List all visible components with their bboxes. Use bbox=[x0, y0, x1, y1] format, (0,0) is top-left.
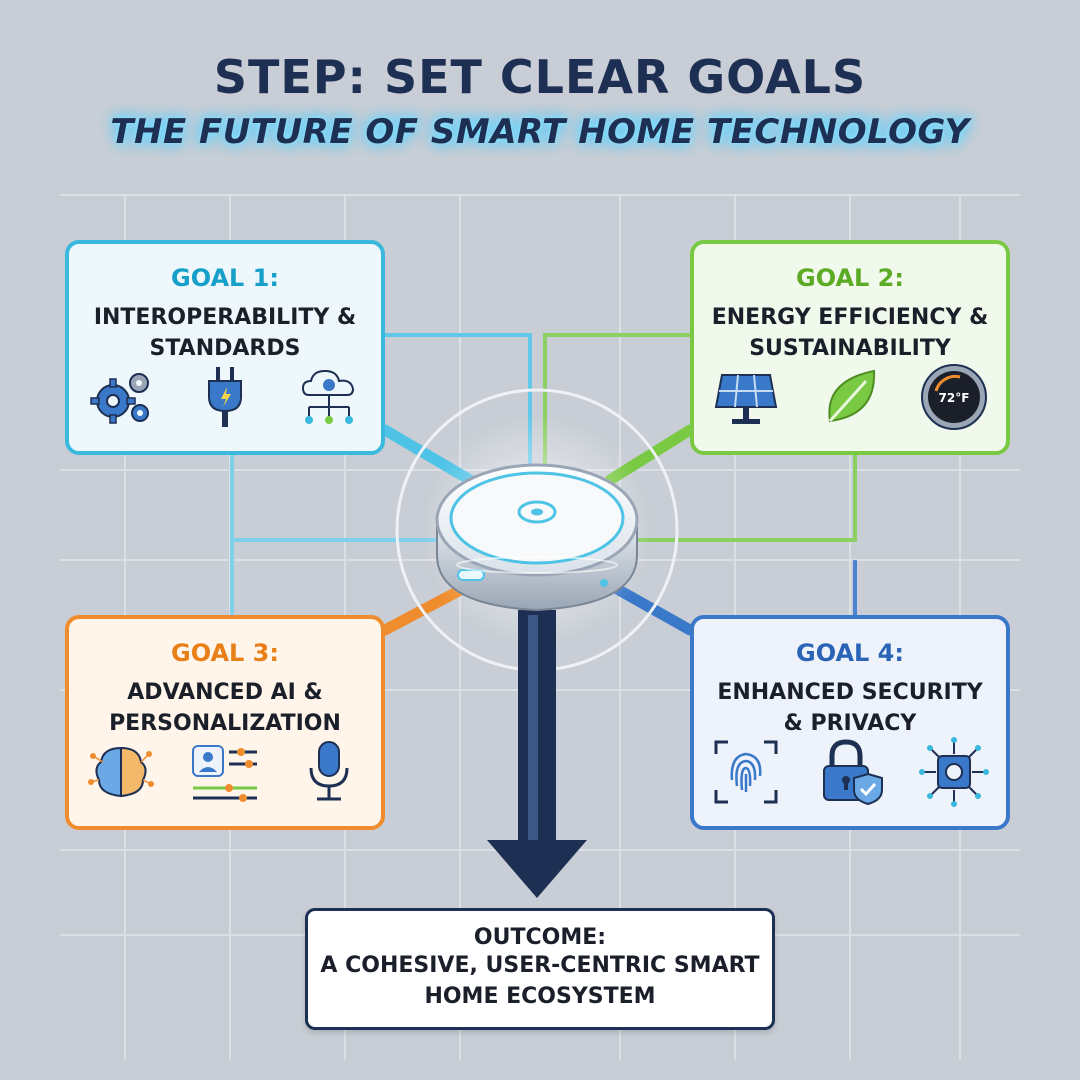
goal-label: GOAL 3: bbox=[171, 639, 279, 667]
page-subtitle: THE FUTURE OF SMART HOME TECHNOLOGY bbox=[110, 112, 970, 152]
outcome-text: A COHESIVE, USER-CENTRIC SMART HOME ECOS… bbox=[320, 953, 760, 1009]
goal-icons bbox=[69, 361, 381, 433]
thermostat-reading: 72°F bbox=[939, 391, 970, 405]
lock-shield-icon bbox=[823, 739, 883, 806]
goal-title: ENHANCED SECURITY & PRIVACY bbox=[717, 680, 983, 736]
down-arrow bbox=[487, 610, 587, 898]
page-title: STEP: SET CLEAR GOALS bbox=[213, 50, 867, 104]
brain-network-icon bbox=[88, 746, 154, 798]
goal-card-ai: GOAL 3: ADVANCED AI & PERSONALIZATION bbox=[65, 615, 385, 830]
user-settings-icon bbox=[192, 745, 257, 802]
microphone-icon bbox=[309, 741, 349, 801]
goal-label: GOAL 2: bbox=[796, 264, 904, 292]
fingerprint-icon bbox=[714, 740, 778, 804]
goal-title: ADVANCED AI & PERSONALIZATION bbox=[109, 680, 341, 736]
goal-icons: 72°F bbox=[694, 361, 1006, 433]
smart-hub-icon bbox=[435, 463, 639, 612]
thermostat-icon: 72°F bbox=[921, 364, 987, 430]
goal-label: GOAL 4: bbox=[796, 639, 904, 667]
goal-icons bbox=[69, 736, 381, 808]
cloud-network-icon bbox=[301, 369, 355, 424]
solar-panel-icon bbox=[714, 374, 778, 424]
plug-icon bbox=[208, 367, 242, 427]
goal-card-security: GOAL 4: ENHANCED SECURITY & PRIVACY bbox=[690, 615, 1010, 830]
gears-icon bbox=[90, 373, 149, 424]
circuit-chip-icon bbox=[919, 737, 989, 807]
goal-title: ENERGY EFFICIENCY & SUSTAINABILITY bbox=[711, 305, 989, 361]
goal-card-energy: GOAL 2: ENERGY EFFICIENCY & SUSTAINABILI… bbox=[690, 240, 1010, 455]
goal-icons bbox=[694, 736, 1006, 808]
leaf-icon bbox=[828, 369, 876, 423]
goal-label: GOAL 1: bbox=[171, 264, 279, 292]
goal-card-interoperability: GOAL 1: INTEROPERABILITY & STANDARDS bbox=[65, 240, 385, 455]
goal-title: INTEROPERABILITY & STANDARDS bbox=[93, 305, 357, 361]
outcome-label: OUTCOME: bbox=[473, 925, 607, 950]
outcome-box: OUTCOME: A COHESIVE, USER-CENTRIC SMART … bbox=[305, 908, 775, 1030]
